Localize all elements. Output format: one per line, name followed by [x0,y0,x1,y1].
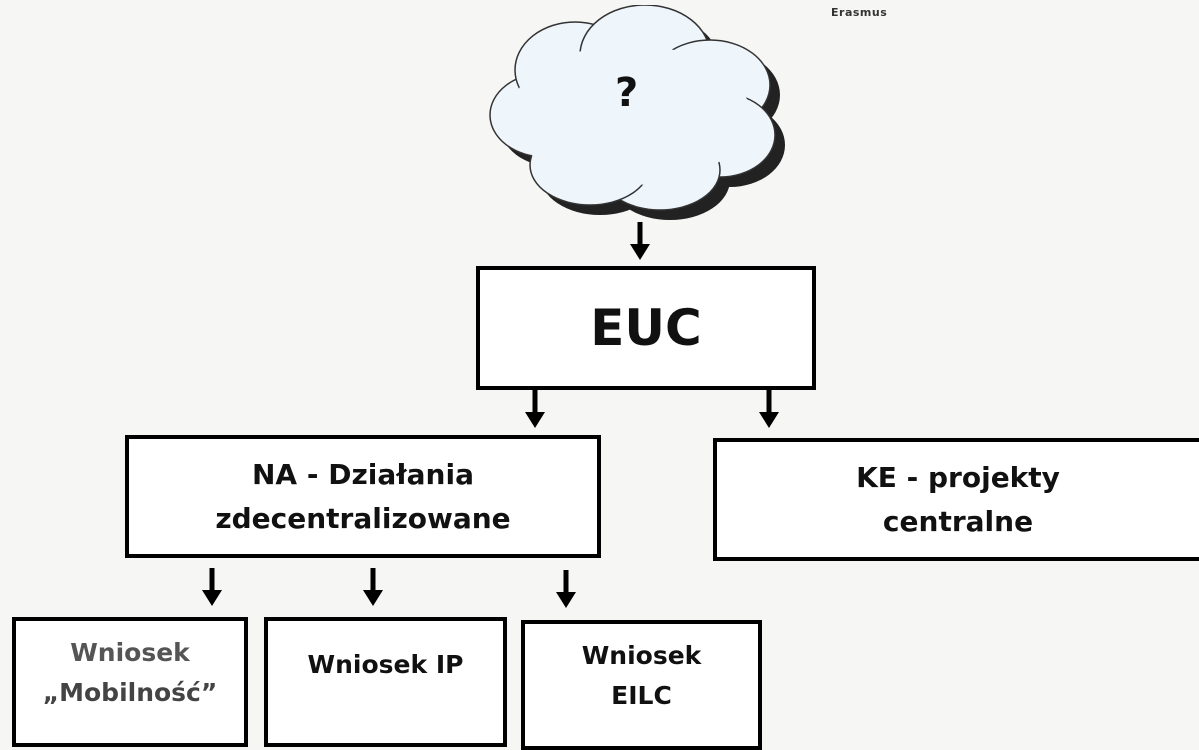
application-box-eilc: Wniosek EILC [521,620,762,750]
cloud-shape [489,5,785,220]
arrow-down-icon [525,390,545,428]
arrow-down-icon [630,222,650,260]
ke-label-line1: KE - projekty [856,460,1060,494]
arrow-down-icon [759,390,779,428]
na-box: NA - Działania zdecentralizowane [125,435,601,558]
question-mark: ? [615,70,639,116]
application-eilc-line2: EILC [611,681,672,710]
arrow-down-icon [363,568,383,606]
arrow-down-icon [202,568,222,606]
application-eilc-line1: Wniosek [581,641,702,670]
application-ip-line1: Wniosek IP [307,650,464,679]
application-mobility-line2: „Mobilność” [42,678,218,707]
na-label-line2: zdecentralizowane [215,501,511,535]
arrow-down-icon [556,570,576,608]
erasmus-logo: Erasmus [831,6,888,19]
na-label-line1: NA - Działania [252,457,474,491]
euc-label: EUC [590,299,702,357]
application-mobility-line1: Wniosek [70,638,190,667]
ke-label-line2: centralne [882,504,1034,538]
application-box-mobility: Wniosek „Mobilność” [12,617,248,747]
euc-box: EUC [476,266,816,390]
application-box-ip: Wniosek IP [264,617,507,747]
ke-box: KE - projekty centralne [713,438,1199,561]
